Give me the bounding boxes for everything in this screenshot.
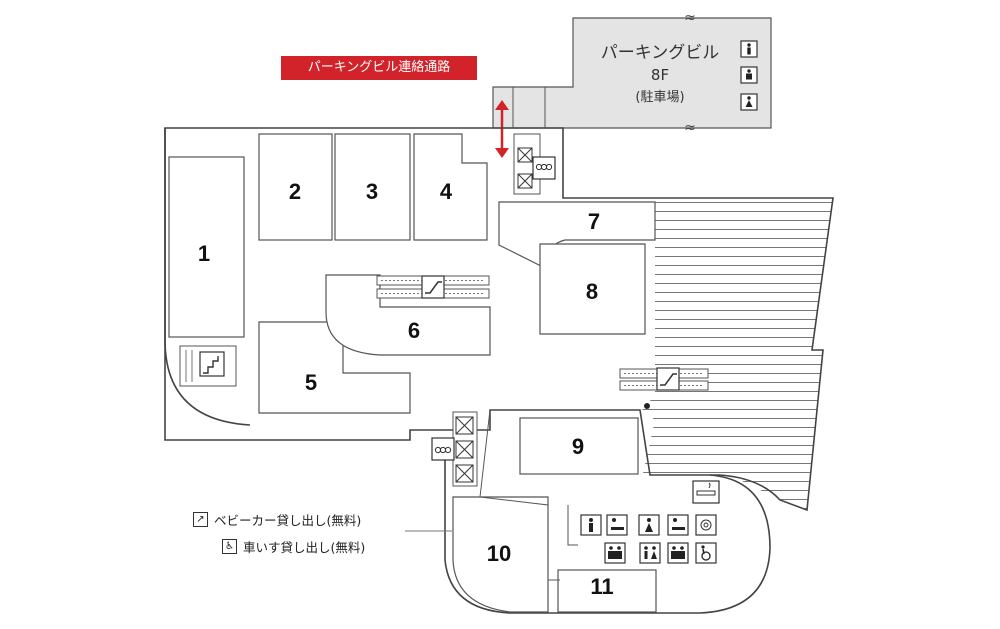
svg-text:≈: ≈: [684, 120, 696, 136]
toilet-female-icon: [638, 514, 660, 536]
nursing-room-icon: [667, 542, 689, 564]
store-label-6: 6: [408, 318, 420, 343]
store-label-8: 8: [586, 279, 598, 304]
parking-floor: 8F: [651, 66, 669, 84]
parking-ramp: [642, 198, 833, 510]
store-label-5: 5: [305, 370, 317, 395]
parking-nursing-icon: [740, 66, 758, 84]
store-6[interactable]: [325, 274, 491, 356]
parking-name: パーキングビル: [601, 43, 720, 63]
smoking-area-icon[interactable]: [692, 480, 720, 504]
floor-outline: [164, 127, 834, 512]
store-11[interactable]: [557, 569, 657, 613]
baby-care-icon: [667, 514, 689, 536]
wheelchair-icon: ♿: [222, 539, 237, 554]
info-point-icon: [644, 403, 650, 409]
toilet-male-icon: [580, 514, 602, 536]
store-2[interactable]: [258, 133, 333, 241]
escalator-icon[interactable]: [376, 275, 490, 299]
parking-toilet-male-icon: [740, 40, 758, 58]
store-label-7: 7: [588, 209, 600, 234]
elevator-icon[interactable]: [431, 411, 478, 487]
store-label-2: 2: [289, 179, 301, 204]
escalator-icon[interactable]: [619, 367, 709, 391]
elevator-icon[interactable]: [513, 133, 556, 195]
store-label-10: 10: [487, 541, 511, 566]
store-label-9: 9: [572, 434, 584, 459]
store-3[interactable]: [334, 133, 411, 241]
toilet-male-female-icon: [639, 542, 661, 564]
store-label-3: 3: [366, 179, 378, 204]
baby-care-icon: [606, 514, 628, 536]
store-1[interactable]: [168, 156, 245, 338]
svg-text:≈: ≈: [684, 10, 696, 26]
store-8[interactable]: [539, 243, 646, 335]
ostomate-icon: [695, 514, 717, 536]
nursing-room-icon: [604, 542, 626, 564]
store-label-1: 1: [198, 241, 210, 266]
stairs-icon[interactable]: [179, 345, 237, 387]
legend-wheelchair-label: 車いす貸し出し(無料): [243, 540, 366, 555]
stroller-icon: ↗: [193, 512, 208, 527]
store-10[interactable]: [452, 496, 549, 613]
connector-arrow: [495, 100, 509, 158]
legend-stroller: ↗ ベビーカー貸し出し(無料): [193, 510, 361, 529]
store-label-11: 11: [590, 574, 613, 599]
legend-stroller-label: ベビーカー貸し出し(無料): [214, 513, 362, 528]
accessible-toilet-icon: [695, 542, 717, 564]
parking-building[interactable]: ≈ ≈: [492, 10, 772, 136]
connector-banner: パーキングビル連絡通路: [281, 56, 477, 80]
store-label-4: 4: [440, 179, 453, 204]
parking-note: (駐車場): [635, 90, 684, 105]
store-9[interactable]: [519, 417, 639, 475]
parking-toilet-female-icon: [740, 93, 758, 111]
store-4[interactable]: [413, 133, 488, 241]
south-annex-outline: [444, 440, 771, 614]
legend-wheelchair: ♿ 車いす貸し出し(無料): [222, 537, 365, 556]
